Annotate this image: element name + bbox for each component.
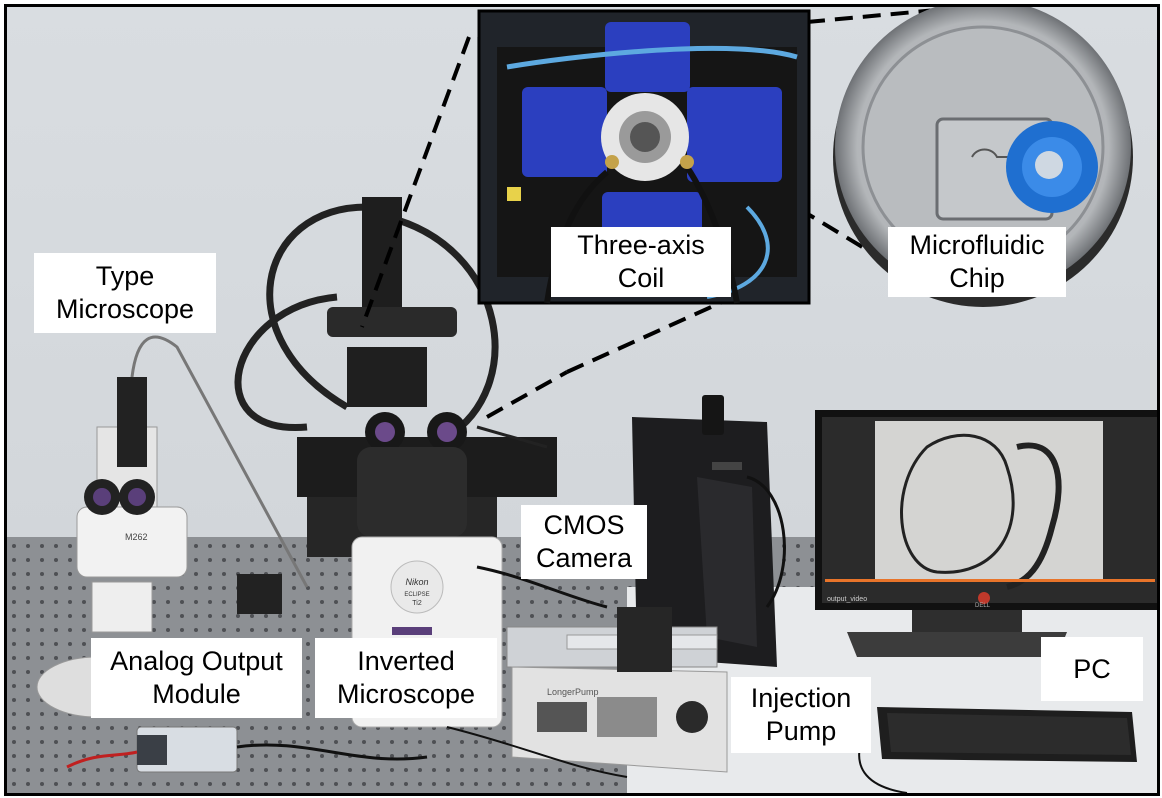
label-line: Module	[152, 679, 241, 709]
label-line: Microscope	[336, 679, 476, 709]
label-pc: PC	[1041, 637, 1143, 701]
label-line: Microfluidic	[909, 230, 1045, 260]
label-cmos-camera: CMOS Camera	[521, 505, 647, 579]
lab-setup-photo: M262 Nikon ECLIPSE Ti2	[7, 7, 1157, 793]
keyboard	[858, 707, 1137, 793]
nikon-model-text: ECLIPSE	[404, 592, 429, 598]
nikon-model-num-text: Ti2	[412, 600, 422, 607]
coil-inset	[477, 9, 811, 305]
label-line: Type	[95, 261, 155, 291]
label-line: Pump	[765, 716, 837, 746]
label-line: Microscope	[55, 294, 195, 324]
label-microfluidic-chip: Microfluidic Chip	[888, 227, 1066, 297]
label-line: Injection	[750, 683, 852, 713]
stereo-brand-text: M262	[125, 532, 148, 542]
label-line: Camera	[535, 543, 633, 573]
pc-monitor: output_video DELL	[815, 410, 1157, 657]
label-line: CMOS	[543, 510, 625, 540]
label-line: Analog Output	[110, 646, 283, 676]
label-type-microscope: Type Microscope	[34, 253, 216, 333]
player-title-text: output_video	[827, 596, 867, 603]
label-line: Inverted	[357, 646, 455, 676]
label-analog-output-module: Analog Output Module	[91, 638, 302, 718]
label-three-axis-coil: Three-axis Coil	[551, 227, 731, 297]
injection-pump: LongerPump	[506, 607, 728, 773]
label-line: Chip	[949, 263, 1005, 293]
label-line: Coil	[617, 263, 665, 293]
pump-brand-text: LongerPump	[547, 687, 599, 697]
nikon-brand-text: Nikon	[405, 577, 428, 587]
pc-tower	[632, 395, 786, 667]
analog-output-device	[66, 726, 428, 773]
inverted-microscope: Nikon ECLIPSE Ti2	[234, 197, 557, 728]
photo-frame: M262 Nikon ECLIPSE Ti2	[4, 4, 1160, 796]
control-box	[237, 574, 282, 614]
label-injection-pump: Injection Pump	[731, 677, 871, 753]
monitor-brand-text: DELL	[975, 603, 991, 609]
label-line: PC	[1073, 653, 1111, 684]
label-line: Three-axis	[577, 230, 705, 260]
label-inverted-microscope: Inverted Microscope	[315, 638, 497, 718]
